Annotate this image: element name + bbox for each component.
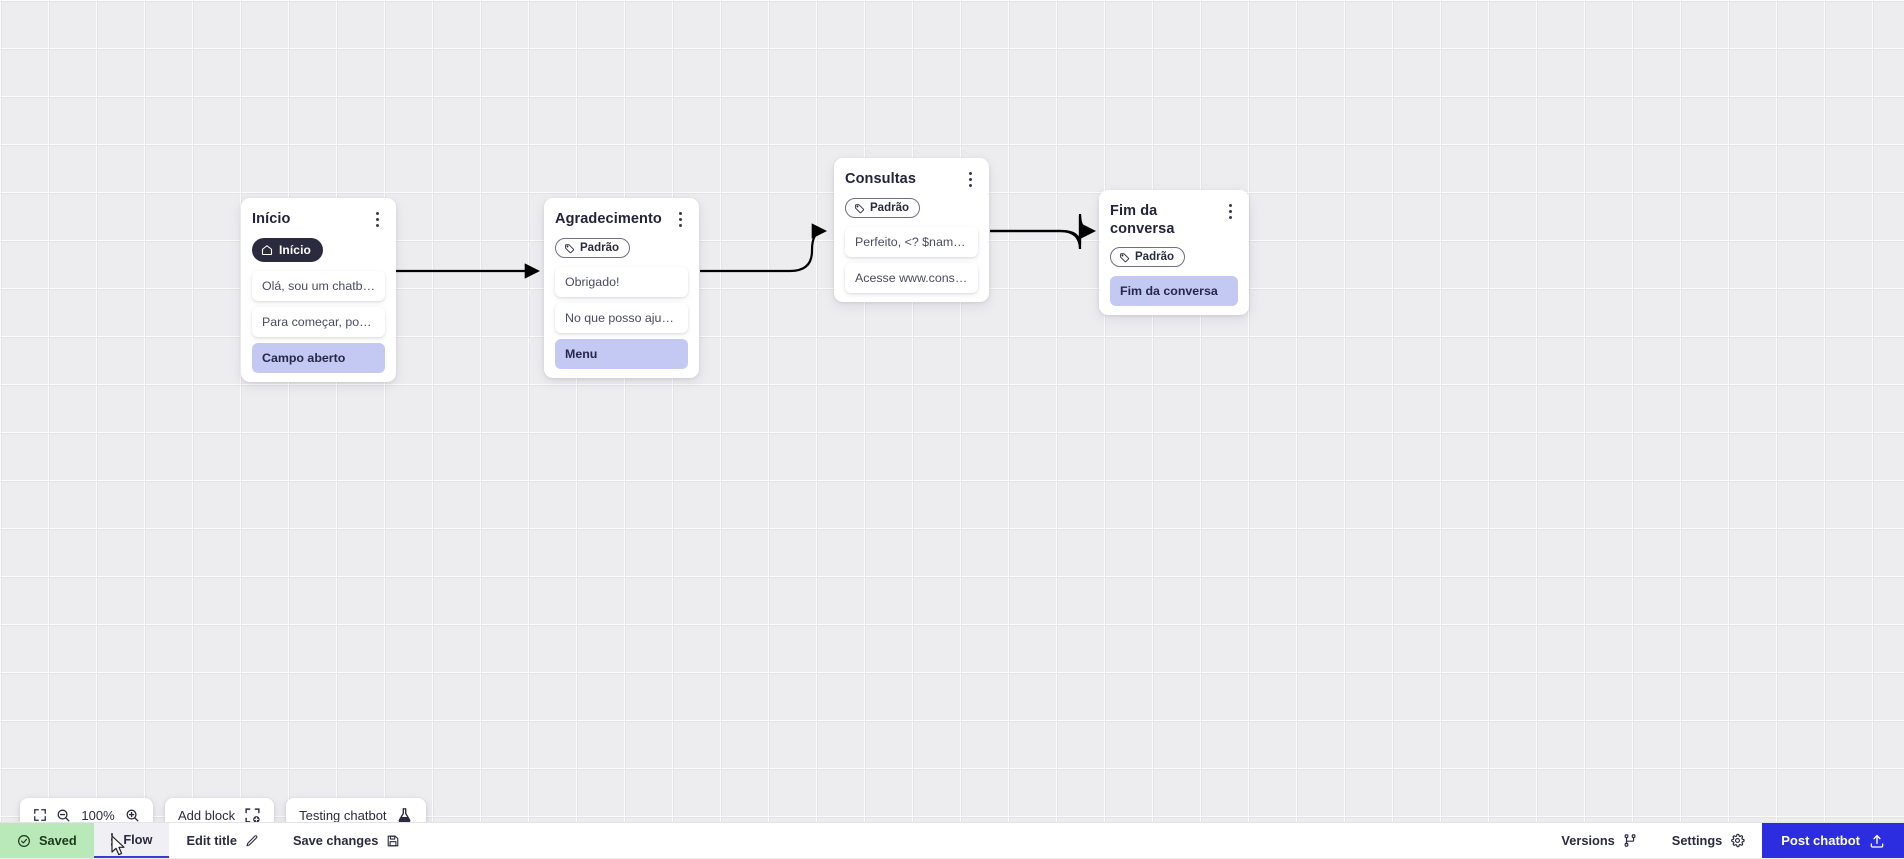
node-title: Consultas (845, 169, 916, 188)
node-header: Consultas (845, 169, 978, 189)
tab-flow[interactable]: Flow (94, 823, 170, 858)
node-message-list: Olá, sou um chatbot de teste! Para começ… (252, 271, 385, 373)
node-title: Fim da conversa (1110, 201, 1214, 238)
floppy-disk-icon (386, 834, 400, 848)
flask-icon (396, 807, 413, 824)
home-icon (261, 244, 273, 256)
node-badge-row: Início (252, 238, 385, 262)
node-message-list: Perfeito, <? $name ?>! Acesse www.consul… (845, 227, 978, 293)
flow-canvas[interactable]: Início Início Olá, sou um chatbot de tes… (0, 0, 1904, 822)
node-menu-icon[interactable] (1222, 201, 1238, 221)
node-header: Início (252, 209, 385, 229)
bottom-bar: Saved Flow Edit title Save changes Versi… (0, 822, 1904, 858)
node-menu-icon[interactable] (962, 169, 978, 189)
node-menu-icon[interactable] (369, 209, 385, 229)
post-chatbot-button[interactable]: Post chatbot (1762, 823, 1904, 858)
node-message-accent[interactable]: Fim da conversa (1110, 276, 1238, 306)
flow-node-fim-da-conversa[interactable]: Fim da conversa Padrão Fim da conversa (1099, 190, 1249, 315)
node-badge-row: Padrão (1110, 247, 1238, 267)
settings-button[interactable]: Settings (1655, 823, 1762, 858)
fit-view-icon[interactable] (33, 808, 47, 822)
flow-node-inicio[interactable]: Início Início Olá, sou um chatbot de tes… (241, 198, 396, 382)
zoom-in-icon[interactable] (125, 808, 140, 823)
node-message[interactable]: Acesse www.consultas.com par... (845, 263, 978, 293)
versions-label: Versions (1561, 833, 1614, 848)
node-message[interactable]: Olá, sou um chatbot de teste! (252, 271, 385, 301)
node-badge-row: Padrão (845, 198, 978, 218)
tag-icon (564, 243, 575, 254)
node-badge-label: Início (279, 243, 311, 257)
edit-title-button[interactable]: Edit title (169, 823, 275, 858)
tag-icon (1119, 252, 1130, 263)
add-block-icon (244, 807, 261, 824)
versions-button[interactable]: Versions (1544, 823, 1654, 858)
check-circle-icon (17, 834, 31, 848)
node-message-list: Obrigado! No que posso ajudar, <? $name … (555, 267, 688, 369)
node-badge-label: Padrão (870, 202, 909, 214)
post-chatbot-label: Post chatbot (1781, 833, 1860, 848)
tag-icon (854, 203, 865, 214)
edit-title-label: Edit title (186, 833, 236, 848)
node-message-accent[interactable]: Menu (555, 339, 688, 369)
flow-edges-layer (0, 0, 1904, 822)
node-badge-default[interactable]: Padrão (1110, 247, 1185, 267)
add-block-label: Add block (178, 808, 235, 823)
settings-label: Settings (1672, 833, 1722, 848)
gear-icon (1730, 833, 1745, 848)
tab-flow-label: Flow (123, 832, 152, 847)
node-message[interactable]: Obrigado! (555, 267, 688, 297)
status-badge: Saved (0, 823, 94, 858)
edge-agradecimento-consultas (700, 231, 824, 271)
branch-icon (1623, 833, 1638, 848)
node-message[interactable]: Perfeito, <? $name ?>! (845, 227, 978, 257)
drag-handle-icon[interactable] (111, 833, 114, 846)
bottom-bar-spacer (417, 823, 1544, 858)
node-menu-icon[interactable] (672, 209, 688, 229)
save-changes-button[interactable]: Save changes (276, 823, 417, 858)
node-header: Fim da conversa (1110, 201, 1238, 238)
pencil-icon (245, 834, 259, 848)
upload-icon (1869, 833, 1885, 849)
testing-chatbot-label: Testing chatbot (299, 808, 386, 823)
node-badge-label: Padrão (1135, 251, 1174, 263)
zoom-out-icon[interactable] (56, 808, 71, 823)
node-message[interactable]: Para começar, por favor digite o ... (252, 307, 385, 337)
node-badge-start[interactable]: Início (252, 238, 323, 262)
node-badge-default[interactable]: Padrão (845, 198, 920, 218)
node-title: Agradecimento (555, 209, 662, 228)
node-badge-default[interactable]: Padrão (555, 238, 630, 258)
node-header: Agradecimento (555, 209, 688, 229)
node-message-accent[interactable]: Campo aberto (252, 343, 385, 373)
flow-node-consultas[interactable]: Consultas Padrão Perfeito, <? $name ?>! … (834, 158, 989, 302)
node-message-list: Fim da conversa (1110, 276, 1238, 306)
node-badge-row: Padrão (555, 238, 688, 258)
zoom-level-label: 100% (80, 808, 116, 823)
flow-node-agradecimento[interactable]: Agradecimento Padrão Obrigado! No que po… (544, 198, 699, 378)
node-message[interactable]: No que posso ajudar, <? $name ... (555, 303, 688, 333)
status-label: Saved (39, 833, 77, 848)
node-title: Início (252, 209, 290, 228)
save-changes-label: Save changes (293, 833, 378, 848)
node-badge-label: Padrão (580, 242, 619, 254)
